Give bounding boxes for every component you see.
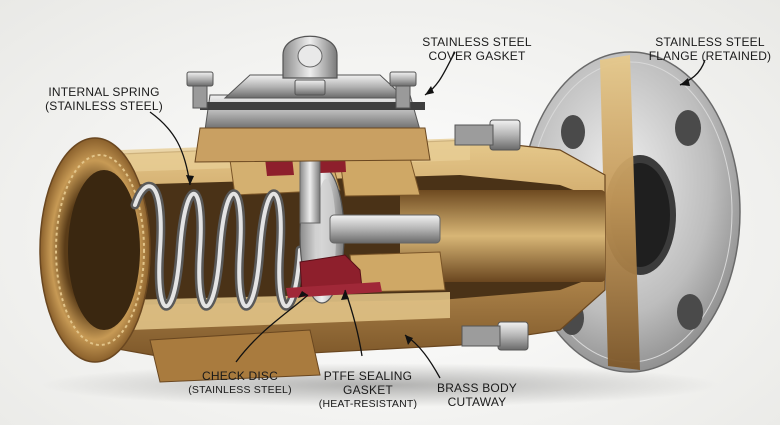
stainless-flange	[519, 51, 741, 373]
label-ptfe-gasket-line1: PTFE SEALING GASKET	[323, 369, 413, 397]
label-spring: INTERNAL SPRING (STAINLESS STEEL)	[34, 85, 174, 114]
label-check-disc: CHECK DISC (STAINLESS STEEL)	[180, 369, 300, 396]
leader-spring	[149, 111, 191, 186]
leader-check-disc	[235, 294, 309, 363]
label-flange-line2: FLANGE (RETAINED)	[648, 48, 772, 63]
cover-bolt	[389, 71, 417, 87]
cover-bolt	[186, 71, 214, 87]
label-ptfe-gasket: PTFE SEALING GASKET (HEAT-RESISTANT)	[298, 369, 438, 410]
label-brass-body-line2: CUTAWAY	[447, 394, 507, 409]
bonnet-cover	[186, 35, 431, 224]
label-spring-line1: INTERNAL SPRING	[48, 85, 160, 99]
leader-arrowheads	[186, 78, 690, 345]
cover-gasket	[200, 102, 425, 110]
label-flange: STAINLESS STEEL FLANGE (RETAINED)	[648, 35, 772, 64]
label-brass-body-line1: BRASS BODY	[436, 381, 518, 395]
bolt-hole	[677, 294, 703, 330]
label-ptfe-gasket-line2: (HEAT-RESISTANT)	[318, 397, 418, 410]
label-cover-gasket-line1: STAINLESS STEEL	[422, 35, 532, 49]
outlet-bore	[400, 190, 605, 282]
label-brass-body: BRASS BODY CUTAWAY	[432, 381, 522, 410]
internal-spring	[130, 181, 305, 311]
label-check-disc-line2: (STAINLESS STEEL)	[188, 383, 292, 396]
label-spring-line2: (STAINLESS STEEL)	[45, 98, 163, 113]
flange-bolts	[454, 119, 529, 351]
label-cover-gasket-line2: COVER GASKET	[428, 48, 526, 63]
center-nut	[294, 79, 326, 96]
label-check-disc-line1: CHECK DISC	[201, 369, 278, 383]
bolt-hole	[675, 110, 701, 146]
bolt-hole	[561, 115, 585, 149]
label-cover-gasket: STAINLESS STEEL COVER GASKET	[412, 35, 542, 64]
label-flange-line1: STAINLESS STEEL	[655, 35, 765, 49]
disc-stem	[329, 214, 441, 244]
threaded-inlet	[39, 137, 151, 363]
